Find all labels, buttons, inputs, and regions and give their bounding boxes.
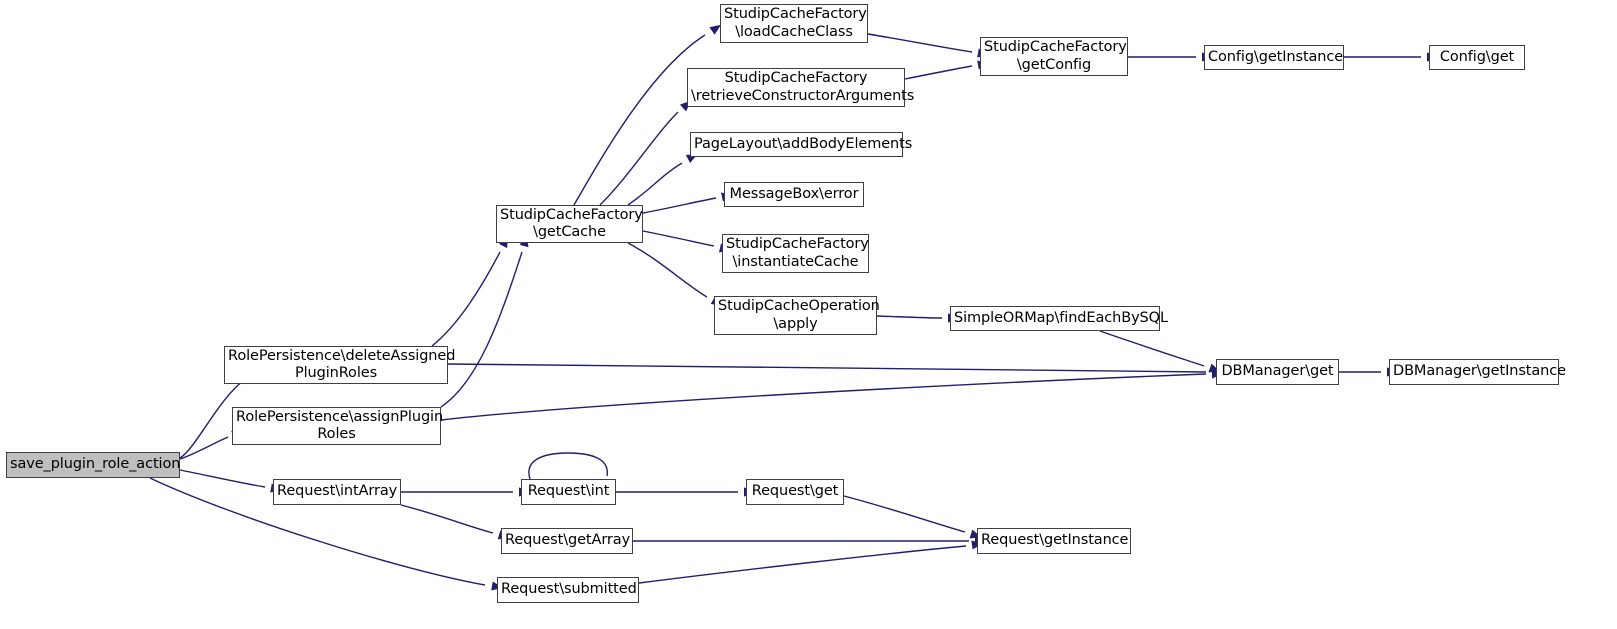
edge-requestGetArray-to-requestGetInstance (632, 536, 986, 546)
edge-requestSubmitted-to-requestGetInstance (638, 540, 983, 584)
node-addBodyElements[interactable]: PageLayout\addBodyElements (690, 132, 913, 157)
node-findEachBySQL[interactable]: SimpleORMap\findEachBySQL (950, 306, 1168, 331)
node-label: MessageBox\error (729, 185, 859, 202)
node-getCache[interactable]: StudipCacheFactory \getCache (496, 205, 643, 243)
node-dbManagerGetInstance[interactable]: DBManager\getInstance (1389, 359, 1566, 385)
node-label: StudipCacheFactory \getConfig (984, 39, 1127, 73)
node-requestSubmitted[interactable]: Request\submitted (497, 577, 639, 603)
node-label: DBManager\getInstance (1393, 363, 1566, 380)
node-requestInt[interactable]: Request\int (521, 479, 616, 505)
node-label: Request\getArray (505, 532, 631, 549)
node-save_plugin_role_action[interactable]: save_plugin_role_action (6, 452, 180, 478)
node-label: Request\submitted (501, 581, 637, 598)
node-configGetInstance[interactable]: Config\getInstance (1204, 45, 1344, 70)
edge-assignPluginRoles-to-getCache (440, 235, 529, 408)
edge-getCache-to-addBodyElements (627, 153, 698, 206)
node-label: save_plugin_role_action (10, 456, 181, 473)
node-loadCacheClass[interactable]: StudipCacheFactory \loadCacheClass (720, 4, 868, 43)
edge-requestIntArray-to-requestInt (400, 487, 530, 497)
node-label: StudipCacheFactory \loadCacheClass (724, 6, 867, 40)
edge-getConfig-to-configGetInstance (1128, 52, 1213, 62)
node-instantiateCache[interactable]: StudipCacheFactory \instantiateCache (722, 234, 869, 273)
edge-assignPluginRoles-to-dbManagerGet (440, 369, 1223, 421)
node-label: Request\int (527, 483, 610, 500)
node-label: StudipCacheFactory \instantiateCache (726, 236, 869, 270)
node-label: Config\get (1439, 48, 1515, 65)
node-requestGetInstance[interactable]: Request\getInstance (977, 528, 1131, 554)
node-getConfig[interactable]: StudipCacheFactory \getConfig (980, 37, 1128, 76)
node-dbManagerGet[interactable]: DBManager\get (1216, 359, 1339, 385)
edge-getCache-to-retrieveConstructorArguments (599, 100, 692, 206)
node-label: Request\get (751, 483, 839, 500)
node-label: StudipCacheOperation \apply (718, 298, 880, 332)
node-requestGetArray[interactable]: Request\getArray (501, 528, 633, 554)
edge-findEachBySQL-to-dbManagerGet (1099, 330, 1221, 373)
node-label: SimpleORMap\findEachBySQL (954, 309, 1168, 326)
node-label: DBManager\get (1221, 363, 1334, 380)
node-label: RolePersistence\deleteAssigned PluginRol… (228, 347, 456, 381)
node-deleteAssignedPluginRoles[interactable]: RolePersistence\deleteAssigned PluginRol… (224, 346, 456, 384)
edge-configGetInstance-to-configGet (1344, 52, 1438, 62)
node-label: RolePersistence\assignPlugin Roles (236, 408, 444, 442)
edge-save_plugin_role_action-to-requestIntArray (179, 469, 282, 493)
node-label: Config\getInstance (1208, 48, 1344, 65)
node-label: Request\intArray (277, 483, 398, 500)
node-label: StudipCacheFactory \getCache (500, 206, 643, 240)
node-configGet[interactable]: Config\get (1429, 45, 1525, 70)
edge-requestIntArray-to-requestGetArray (400, 504, 510, 540)
node-messageBoxError[interactable]: MessageBox\error (724, 182, 864, 207)
node-assignPluginRoles[interactable]: RolePersistence\assignPlugin Roles (232, 407, 444, 445)
edge-getCache-to-messageBoxError (642, 192, 733, 214)
edge-getCache-to-instantiateCache (642, 230, 731, 253)
node-label: Request\getInstance (981, 532, 1129, 549)
node-cacheOperationApply[interactable]: StudipCacheOperation \apply (714, 296, 880, 335)
edge-requestInt-to-requestGet (615, 487, 755, 497)
edge-requestGet-to-requestGetInstance (843, 495, 982, 539)
node-retrieveConstructorArguments[interactable]: StudipCacheFactory \retrieveConstructorA… (687, 68, 915, 107)
node-requestGet[interactable]: Request\get (746, 479, 844, 505)
edge-deleteAssignedPluginRoles-to-dbManagerGet (447, 363, 1223, 377)
edge-deleteAssignedPluginRoles-to-getCache (431, 236, 509, 347)
edge-cacheOperationApply-to-findEachBySQL (876, 313, 959, 323)
node-label: StudipCacheFactory \retrieveConstructorA… (691, 70, 915, 104)
edge-getCache-to-loadCacheClass (573, 24, 722, 206)
node-label: PageLayout\addBodyElements (694, 135, 913, 152)
edge-loadCacheClass-to-getConfig (867, 33, 989, 58)
node-requestIntArray[interactable]: Request\intArray (273, 479, 401, 505)
edge-getCache-to-cacheOperationApply (627, 242, 723, 306)
edge-retrieveConstructorArguments-to-getConfig (904, 60, 989, 80)
